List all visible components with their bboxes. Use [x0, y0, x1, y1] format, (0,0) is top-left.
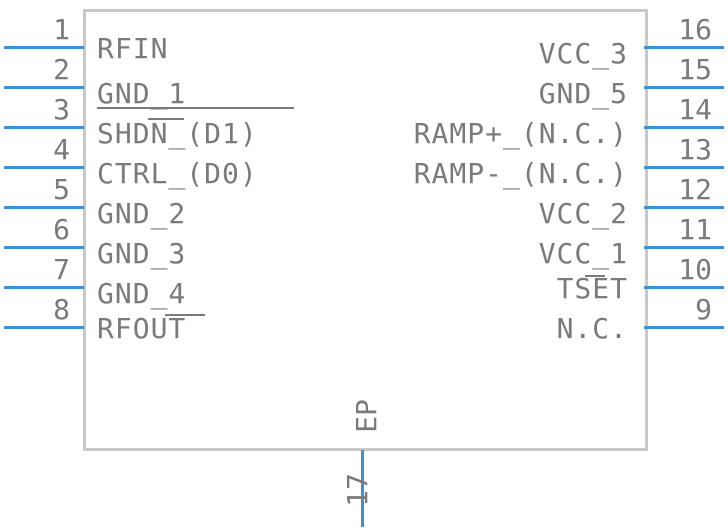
pin-5-number: 5 [53, 173, 70, 206]
pin-2-label: GND_1 [97, 77, 187, 110]
pin-8-number: 8 [53, 293, 70, 326]
pin-2-number: 2 [53, 53, 70, 86]
pin-3-label: SHDN_(D1) [97, 117, 258, 150]
pin-10-number: 10 [678, 253, 712, 286]
pin-3-overbar [148, 118, 184, 120]
pin-15-number: 15 [678, 53, 712, 86]
component-body [83, 9, 648, 451]
pin-9-line [644, 326, 724, 329]
pin-14-line [644, 126, 724, 129]
pin-2-line [4, 86, 84, 89]
pin-8-label: RFOUT [97, 312, 187, 345]
pin-11-label: VCC_1 [538, 237, 628, 270]
pin-10-line [644, 286, 724, 289]
pin-16-number: 16 [678, 13, 712, 46]
pin-7-number: 7 [53, 253, 70, 286]
pin-16-line [644, 46, 724, 49]
separator-line [97, 107, 294, 109]
pin-5-label: GND_2 [97, 197, 187, 230]
pin-5-line [4, 206, 84, 209]
pin-4-line [4, 166, 84, 169]
pin-14-label: RAMP+_(N.C.) [413, 117, 628, 150]
pin-16-label: VCC_3 [538, 37, 628, 70]
pin-7-line [4, 286, 84, 289]
pin-11-number: 11 [678, 213, 712, 246]
pin-4-label: CTRL_(D0) [97, 157, 258, 190]
pin-17-label: EP [350, 399, 383, 433]
pin-10-label: TSET [556, 272, 628, 305]
pin-1-line [4, 46, 84, 49]
pin-9-number: 9 [695, 293, 712, 326]
pin-15-line [644, 86, 724, 89]
pin-12-number: 12 [678, 173, 712, 206]
pin-11-line [644, 246, 724, 249]
pin-8-overbar [165, 314, 205, 316]
pin-13-line [644, 166, 724, 169]
pin-14-number: 14 [678, 93, 712, 126]
pin-3-number: 3 [53, 93, 70, 126]
pin-6-label: GND_3 [97, 237, 187, 270]
pin-8-line [4, 326, 84, 329]
pin-7-label: GND_4 [97, 277, 187, 310]
pin-3-line [4, 126, 84, 129]
pin-6-line [4, 246, 84, 249]
pin-12-line [644, 206, 724, 209]
pin-12-label: VCC_2 [538, 197, 628, 230]
pin-1-label: RFIN [97, 32, 169, 65]
pin-1-number: 1 [53, 13, 70, 46]
pin-13-number: 13 [678, 133, 712, 166]
pin-9-label: N.C. [556, 312, 628, 345]
pin-15-label: GND_5 [538, 77, 628, 110]
pin-17-line [361, 450, 364, 527]
pin-13-label: RAMP-_(N.C.) [413, 157, 628, 190]
pin-17-number: 17 [341, 473, 374, 507]
pin-6-number: 6 [53, 213, 70, 246]
pin-10-overbar [585, 275, 605, 277]
pin-4-number: 4 [53, 133, 70, 166]
